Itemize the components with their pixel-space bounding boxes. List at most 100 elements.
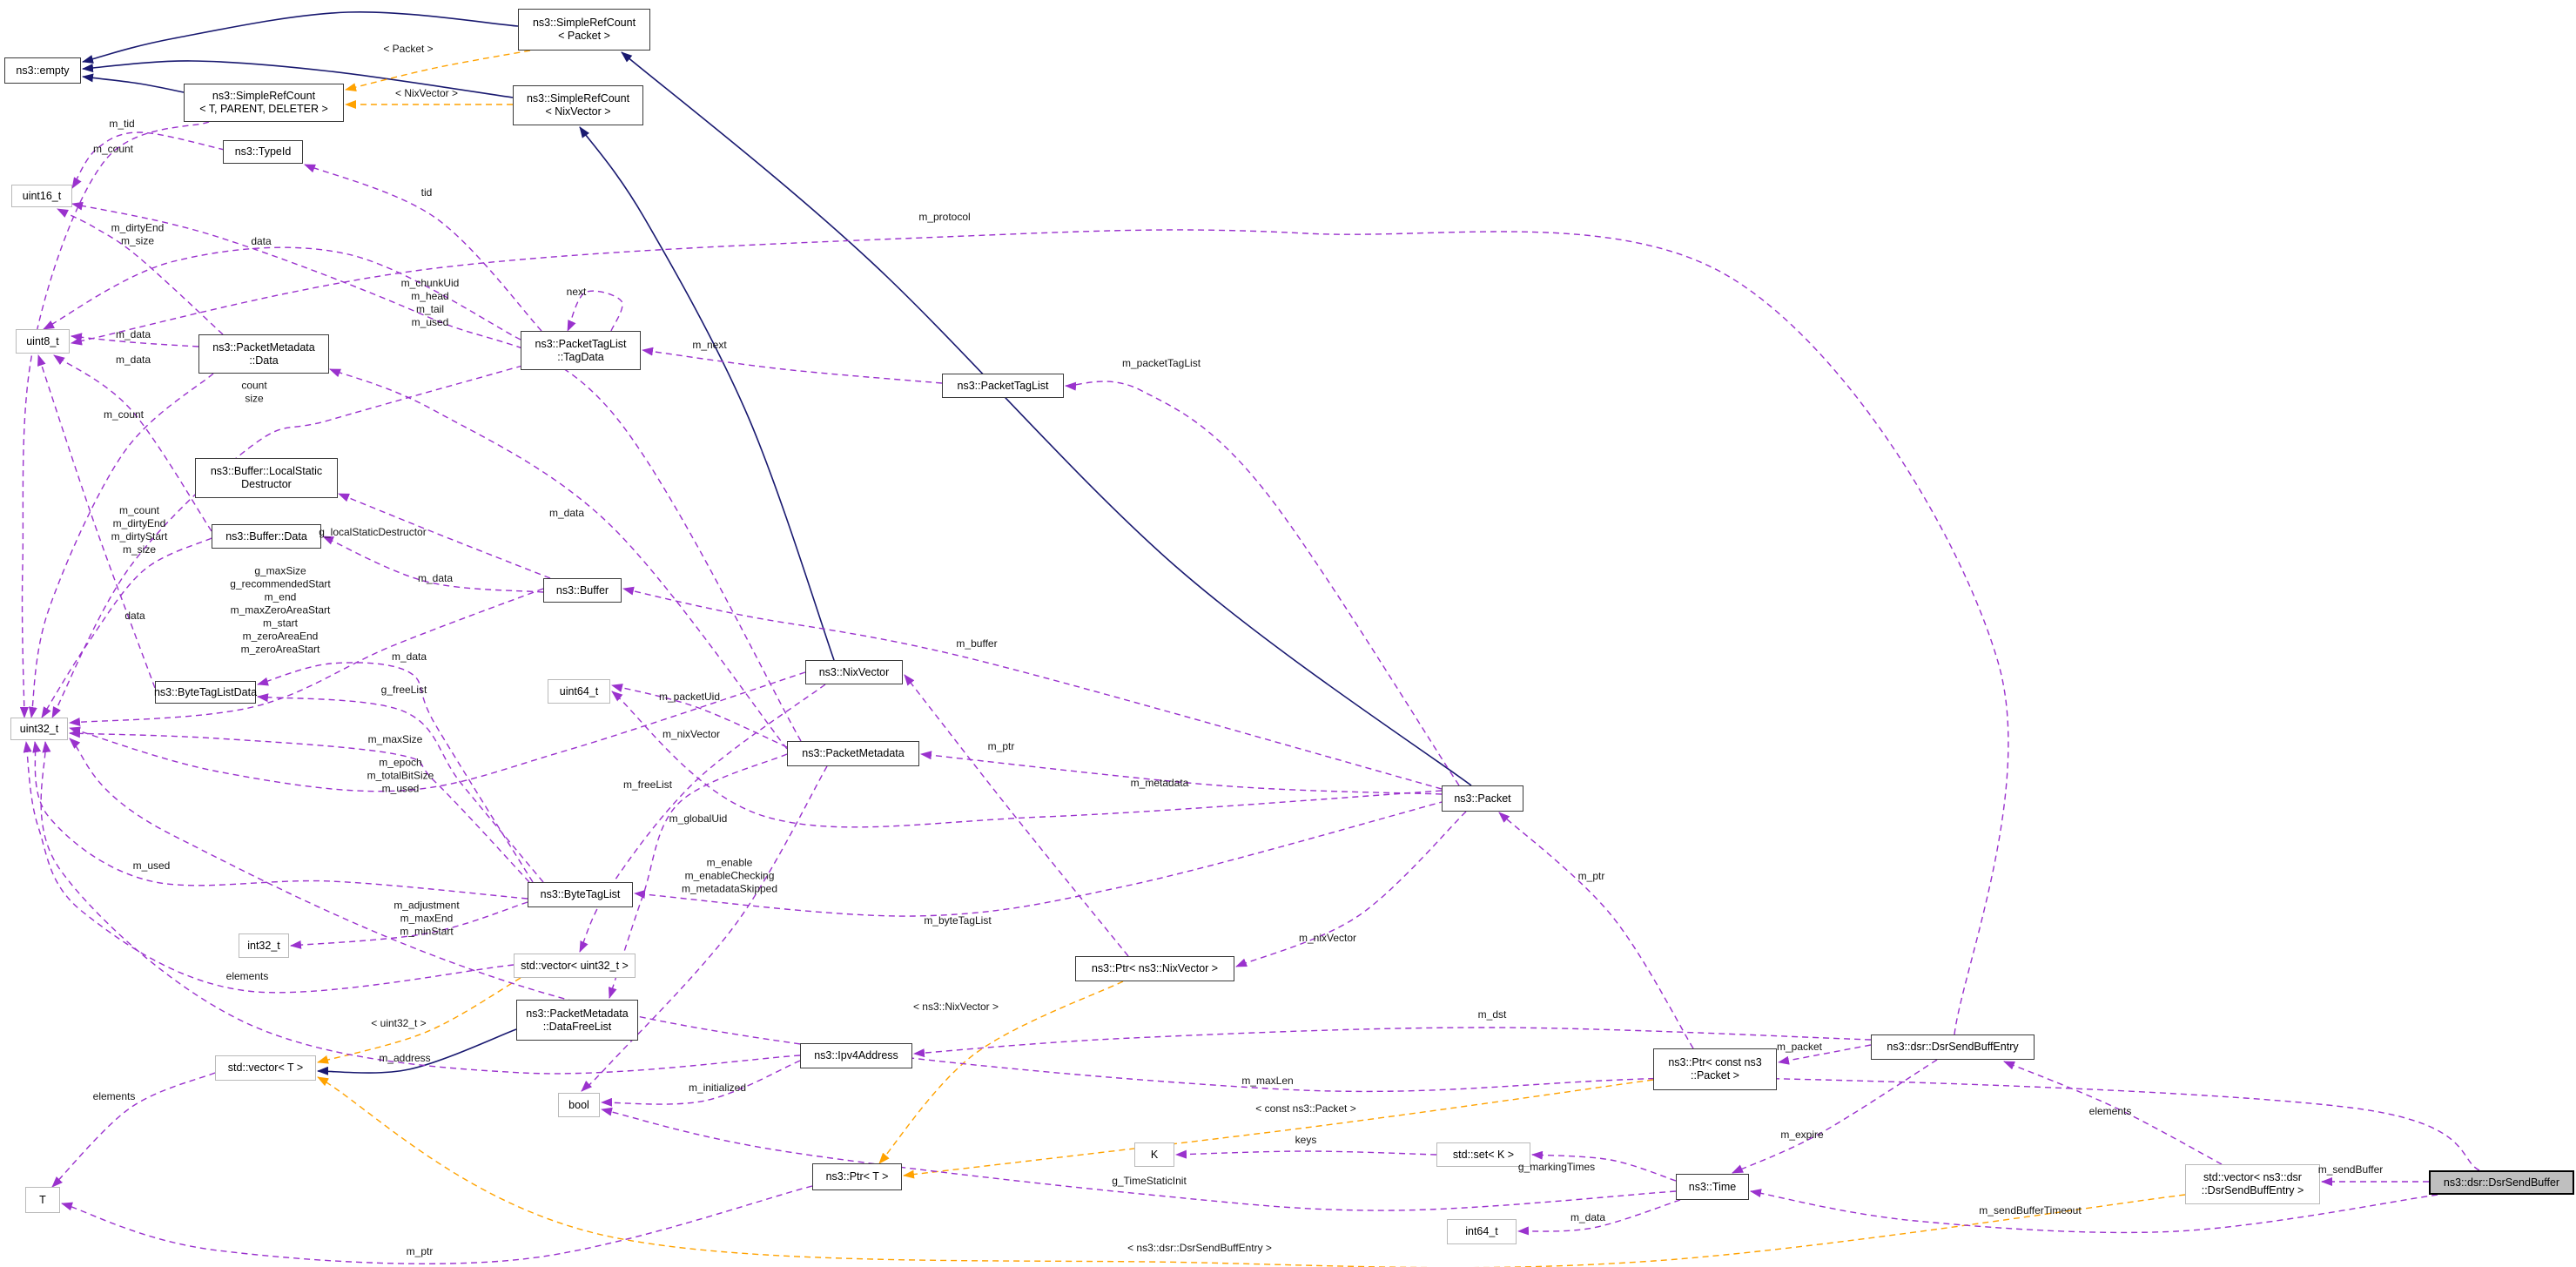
node-setk[interactable]: std::set< K > (1436, 1142, 1530, 1167)
node-entry[interactable]: ns3::dsr::DsrSendBuffEntry (1871, 1034, 2035, 1060)
edge-time-to-bool (601, 1107, 1677, 1211)
node-ptr_cpkt[interactable]: ns3::Ptr< const ns3 ::Packet > (1653, 1048, 1777, 1090)
edge-setk-to-k (1175, 1149, 1437, 1159)
edge-pm_data-to-uint8 (71, 333, 199, 347)
node-buf_data[interactable]: ns3::Buffer::Data (212, 524, 321, 549)
node-uint64[interactable]: uint64_t (548, 679, 610, 704)
node-vec_entry[interactable]: std::vector< ns3::dsr ::DsrSendBuffEntry… (2185, 1164, 2320, 1204)
node-k[interactable]: K (1134, 1142, 1174, 1167)
node-src_packet[interactable]: ns3::SimpleRefCount < Packet > (518, 9, 650, 51)
edge-ptaglist-to-tagdata (642, 347, 943, 384)
edge-buffer-to-uint32 (69, 588, 544, 726)
node-typeid[interactable]: ns3::TypeId (223, 140, 303, 164)
edge-nixvec-to-src_nix (579, 126, 835, 661)
edge-pmeta-to-uint64 (611, 684, 788, 748)
node-empty[interactable]: ns3::empty (4, 57, 81, 84)
edge-buffer-to-buf_lsd (338, 493, 551, 579)
edge-src_nix-to-empty (82, 60, 514, 98)
edge-entry-to-ptr_cpkt (1778, 1044, 1872, 1065)
node-ptaglist[interactable]: ns3::PacketTagList (942, 374, 1064, 398)
node-uint8[interactable]: uint8_t (16, 329, 70, 354)
edge-packet-to-ptaglist (1065, 381, 1460, 786)
node-t[interactable]: T (25, 1187, 60, 1213)
edge-entry-to-ipv4 (913, 1027, 1872, 1058)
node-time[interactable]: ns3::Time (1676, 1174, 1749, 1200)
node-btld[interactable]: ns3::ByteTagListData (154, 681, 257, 704)
edge-vec_entry-to-vec_t (317, 1076, 2186, 1267)
edge-buf_data-to-uint32 (41, 537, 212, 718)
edge-time-to-setk (1531, 1150, 1677, 1182)
edge-tagdata-to-uint32 (51, 365, 523, 718)
edge-typeid-to-uint16 (71, 131, 225, 189)
edge-vec_t-to-t (51, 1072, 216, 1188)
edge-packet-to-pmeta (920, 751, 1443, 795)
node-packet[interactable]: ns3::Packet (1442, 785, 1523, 812)
edge-src_tpd-to-uint32 (19, 121, 210, 718)
edge-packet-to-uint64 (611, 691, 1443, 828)
node-pm_dfl[interactable]: ns3::PacketMetadata ::DataFreeList (516, 1000, 638, 1041)
node-tagdata[interactable]: ns3::PacketTagList ::TagData (521, 331, 641, 370)
edge-pm_data-to-uint32 (28, 373, 214, 718)
node-nixvec[interactable]: ns3::NixVector (805, 660, 903, 684)
edge-packet-to-buffer (622, 586, 1443, 790)
edge-src_tpd-to-empty (82, 73, 185, 93)
node-sendbuffer[interactable]: ns3::dsr::DsrSendBuffer (2429, 1170, 2574, 1195)
node-btl[interactable]: ns3::ByteTagList (528, 882, 633, 907)
node-pmeta[interactable]: ns3::PacketMetadata (787, 741, 919, 766)
edge-tagdata-to-typeid (304, 164, 542, 332)
edge-ptr_cpkt-to-ptr_t (903, 1079, 1654, 1179)
edge-sendbuffer-to-uint32 (69, 738, 2480, 1171)
edge-nixvec-to-uint32 (69, 671, 806, 792)
edge-btl-to-uint32 (32, 741, 528, 900)
edge-pmeta-to-bool (581, 765, 828, 1092)
node-buffer[interactable]: ns3::Buffer (543, 578, 622, 603)
edge-buf_data-to-uint8 (53, 354, 212, 532)
edge-pmeta-to-pm_dfl (608, 753, 788, 999)
node-int64[interactable]: int64_t (1447, 1219, 1517, 1244)
edge-ptr_nix-to-ptr_t (878, 981, 1124, 1164)
edge-time-to-int64 (1517, 1199, 1681, 1236)
node-buf_lsd[interactable]: ns3::Buffer::LocalStatic Destructor (195, 458, 338, 498)
edge-ptr_nix-to-nixvec (904, 674, 1129, 957)
edge-btl-to-btld (257, 662, 534, 883)
node-bool[interactable]: bool (558, 1093, 600, 1117)
node-ptr_t[interactable]: ns3::Ptr< T > (812, 1163, 902, 1190)
node-pm_data[interactable]: ns3::PacketMetadata ::Data (198, 334, 329, 374)
edge-nixvec-to-vec_u32 (579, 684, 826, 953)
node-src_tpd[interactable]: ns3::SimpleRefCount < T, PARENT, DELETER… (184, 84, 344, 122)
node-int32[interactable]: int32_t (239, 933, 289, 958)
edge-ipv4-to-uint32 (40, 741, 801, 1075)
edge-vec_u32-to-uint32 (23, 741, 515, 994)
edge-packet-to-src_packet (621, 51, 1472, 786)
edge-buffer-to-buf_data (322, 536, 544, 593)
node-uint32[interactable]: uint32_t (10, 718, 68, 740)
edge-pm_data-to-uint16 (57, 208, 224, 335)
edge-sendbuffer-to-time (1750, 1189, 2438, 1234)
edge-btl-to-int32 (290, 901, 528, 949)
edge-ipv4-to-bool (601, 1060, 801, 1107)
edge-pmeta-to-uint16 (71, 201, 802, 742)
edge-pmeta-to-pm_data (329, 368, 788, 750)
edge-btl-to-uint32 (69, 729, 530, 883)
edge-src_packet-to-src_tpd (345, 50, 531, 92)
edge-vec_entry-to-entry (2003, 1061, 2223, 1165)
node-ipv4[interactable]: ns3::Ipv4Address (800, 1043, 912, 1068)
node-vec_t[interactable]: std::vector< T > (215, 1055, 316, 1081)
edge-ptr_t-to-t (61, 1185, 813, 1264)
edge-vec_u32-to-vec_t (317, 977, 521, 1064)
node-ptr_nix[interactable]: ns3::Ptr< ns3::NixVector > (1075, 956, 1234, 981)
node-uint16[interactable]: uint16_t (11, 185, 72, 207)
edge-btl-to-btld (257, 693, 544, 883)
edge-packet-to-btl (634, 800, 1446, 917)
edge-entry-to-time (1732, 1059, 1938, 1174)
edge-tagdata-to-tagdata (567, 290, 623, 332)
edge-ptr_cpkt-to-packet (1498, 812, 1694, 1049)
edge-btld-to-uint8 (37, 354, 156, 689)
edge-packet-to-ptr_nix (1235, 811, 1467, 967)
node-src_nix[interactable]: ns3::SimpleRefCount < NixVector > (513, 85, 643, 125)
edge-tagdata-to-uint8 (43, 246, 521, 340)
node-vec_u32[interactable]: std::vector< uint32_t > (514, 954, 636, 978)
edge-src_packet-to-empty (82, 10, 519, 64)
